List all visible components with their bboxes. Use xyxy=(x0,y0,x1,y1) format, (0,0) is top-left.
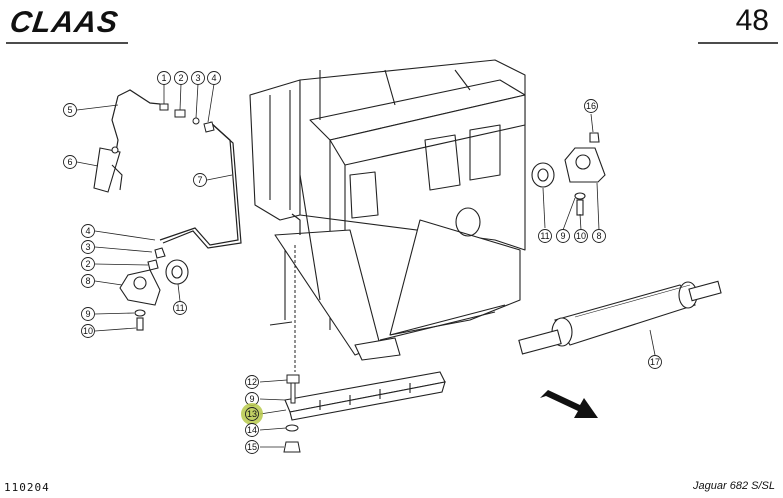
callout-circle xyxy=(81,240,95,254)
callout-label: 16 xyxy=(586,101,596,111)
callout-label: 5 xyxy=(67,105,72,115)
callout-circle xyxy=(193,173,207,187)
callout-circle xyxy=(592,229,606,243)
callout-label: 8 xyxy=(85,276,90,286)
callout-10: 10 xyxy=(574,229,588,243)
callout-circle xyxy=(584,99,598,113)
callout-label: 17 xyxy=(650,357,660,367)
callout-1: 1 xyxy=(157,71,171,85)
callout-16: 16 xyxy=(584,99,598,113)
model-name: Jaguar 682 S/SL xyxy=(693,480,775,492)
direction-arrow xyxy=(540,390,598,418)
callout-14: 14 xyxy=(245,423,259,437)
document-number: 110204 xyxy=(4,481,50,494)
callout-10: 10 xyxy=(81,324,95,338)
callout-label: 13 xyxy=(247,409,257,419)
callout-circle xyxy=(81,324,95,338)
callout-label: 9 xyxy=(560,231,565,241)
callout-circle xyxy=(245,440,259,454)
callout-label: 3 xyxy=(85,242,90,252)
fittings-top xyxy=(159,103,215,133)
callout-9: 9 xyxy=(556,229,570,243)
callout-label: 12 xyxy=(247,377,257,387)
callout-circle xyxy=(157,71,171,85)
bolt-stack xyxy=(283,245,301,453)
callout-label: 4 xyxy=(85,226,90,236)
callout-label: 11 xyxy=(540,231,549,241)
callout-8: 8 xyxy=(81,274,95,288)
callout-6: 6 xyxy=(63,155,77,169)
callout-circle xyxy=(81,224,95,238)
callout-4: 4 xyxy=(207,71,221,85)
callout-13: 13 xyxy=(241,403,263,425)
callout-label: 10 xyxy=(83,326,93,336)
callout-2: 2 xyxy=(81,257,95,271)
callout-circle xyxy=(63,103,77,117)
callout-8: 8 xyxy=(592,229,606,243)
callout-label: 3 xyxy=(195,73,200,83)
callout-circle xyxy=(245,423,259,437)
bearing-left xyxy=(119,247,189,331)
callout-label: 14 xyxy=(247,425,257,435)
callout-circle xyxy=(174,71,188,85)
callout-4: 4 xyxy=(81,224,95,238)
callout-circle xyxy=(207,71,221,85)
callout-label: 7 xyxy=(197,175,202,185)
leader-lines xyxy=(76,83,656,448)
callout-11: 11 xyxy=(538,229,552,243)
callout-label: 1 xyxy=(161,73,166,83)
callout-label: 11 xyxy=(175,303,184,313)
callout-11: 11 xyxy=(173,301,187,315)
callout-circle xyxy=(63,155,77,169)
callout-label: 4 xyxy=(211,73,216,83)
callout-circle xyxy=(648,355,662,369)
callout-3: 3 xyxy=(191,71,205,85)
callout-circle xyxy=(245,375,259,389)
callout-circle xyxy=(574,229,588,243)
grease-gun xyxy=(93,146,123,193)
callout-circle xyxy=(81,274,95,288)
callout-2: 2 xyxy=(174,71,188,85)
callout-label: 2 xyxy=(178,73,183,83)
callout-label: 2 xyxy=(85,259,90,269)
callout-15: 15 xyxy=(245,440,259,454)
callout-5: 5 xyxy=(63,103,77,117)
callout-label: 9 xyxy=(85,309,90,319)
callout-highlight xyxy=(241,403,263,425)
callout-circle xyxy=(538,229,552,243)
callout-circle xyxy=(81,257,95,271)
hydraulic-lines xyxy=(111,89,301,249)
bottom-bar xyxy=(284,371,446,421)
chassis-frame xyxy=(249,59,526,361)
roller-drum xyxy=(518,280,722,355)
bearing-right xyxy=(531,132,606,216)
callout-label: 10 xyxy=(576,231,586,241)
callout-label: 15 xyxy=(247,442,257,452)
callout-17: 17 xyxy=(648,355,662,369)
callout-circle xyxy=(191,71,205,85)
callout-circle xyxy=(556,229,570,243)
callout-label: 8 xyxy=(596,231,601,241)
callout-7: 7 xyxy=(193,173,207,187)
callout-label: 6 xyxy=(67,157,72,167)
callout-12: 12 xyxy=(245,375,259,389)
callout-9: 9 xyxy=(81,307,95,321)
callout-label: 9 xyxy=(249,394,254,404)
callout-circle xyxy=(245,407,259,421)
callout-3: 3 xyxy=(81,240,95,254)
callout-circle xyxy=(173,301,187,315)
page-number: 48 xyxy=(735,4,769,37)
callout-circle xyxy=(81,307,95,321)
